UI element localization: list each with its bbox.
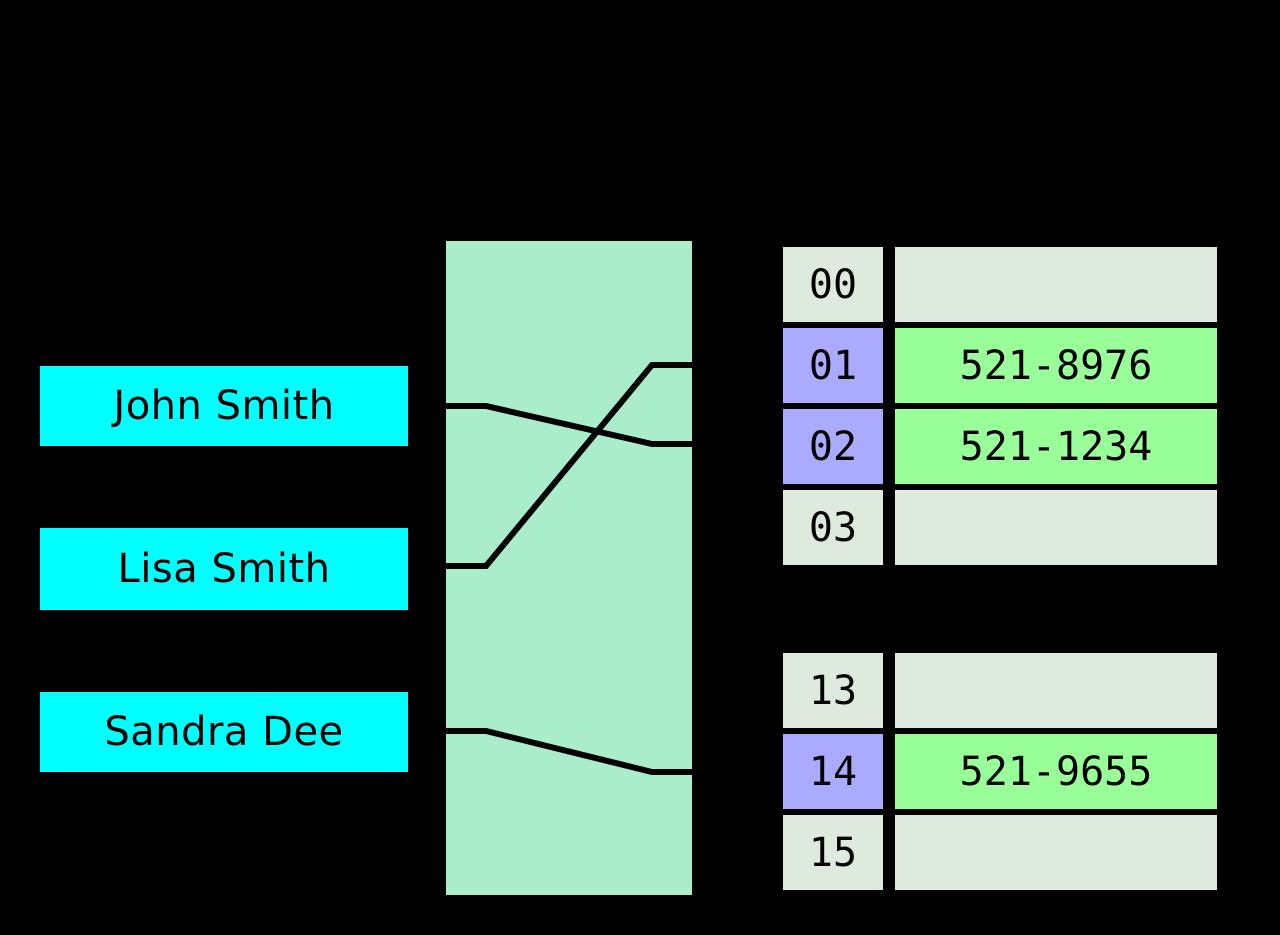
key-label: John Smith xyxy=(113,383,335,429)
bucket-index-03[interactable]: 03 xyxy=(783,490,883,565)
bucket-row[interactable]: 03 xyxy=(783,490,1217,571)
bucket-row[interactable]: 00 xyxy=(783,247,1217,328)
bucket-value-13[interactable] xyxy=(895,653,1217,728)
bucket-value-00[interactable] xyxy=(895,247,1217,322)
bucket-index-00[interactable]: 00 xyxy=(783,247,883,322)
bucket-value-01[interactable]: 521-8976 xyxy=(895,328,1217,403)
bucket-value-15[interactable] xyxy=(895,815,1217,890)
bucket-value-02[interactable]: 521-1234 xyxy=(895,409,1217,484)
hash-function-block xyxy=(446,241,692,895)
bucket-value-14[interactable]: 521-9655 xyxy=(895,734,1217,809)
bucket-index-13[interactable]: 13 xyxy=(783,653,883,728)
key-box-lisa-smith[interactable]: Lisa Smith xyxy=(40,528,408,610)
bucket-index-02[interactable]: 02 xyxy=(783,409,883,484)
key-label: Sandra Dee xyxy=(104,709,344,755)
bucket-value-03[interactable] xyxy=(895,490,1217,565)
bucket-row[interactable]: 15 xyxy=(783,815,1217,896)
bucket-index-01[interactable]: 01 xyxy=(783,328,883,403)
key-box-john-smith[interactable]: John Smith xyxy=(40,366,408,446)
bucket-index-14[interactable]: 14 xyxy=(783,734,883,809)
key-box-sandra-dee[interactable]: Sandra Dee xyxy=(40,692,408,772)
key-label: Lisa Smith xyxy=(117,546,331,592)
bucket-row[interactable]: 13 xyxy=(783,653,1217,734)
bucket-index-15[interactable]: 15 xyxy=(783,815,883,890)
